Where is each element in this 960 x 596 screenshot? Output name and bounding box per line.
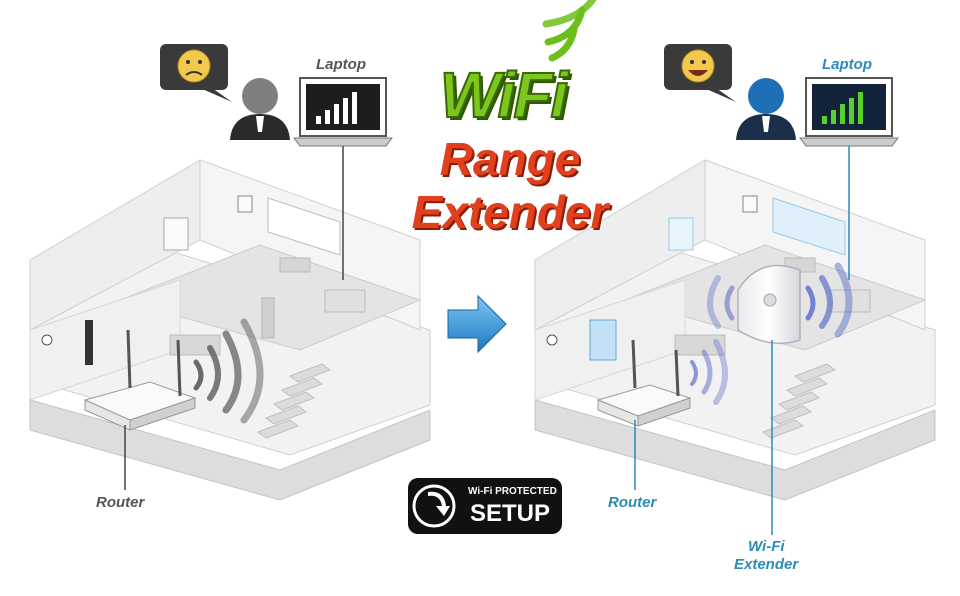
right-router-label: Router: [608, 494, 657, 511]
title-range: Range: [439, 133, 581, 185]
right-speech-bubble: [664, 44, 736, 102]
left-router: [83, 329, 197, 431]
extender-signal-waves: [707, 262, 853, 338]
left-laptop-label: Laptop: [316, 56, 366, 73]
left-laptop: [293, 77, 393, 147]
left-router-label: Router: [96, 494, 145, 511]
wps-line1: Wi-Fi PROTECTED: [468, 486, 557, 497]
title-extender: Extender: [411, 186, 609, 238]
wifi-arc-icon: [542, 0, 597, 62]
left-person: [230, 78, 290, 140]
left-speech-bubble: [160, 44, 232, 102]
extender-label-line1: Wi-Fi: [748, 538, 785, 555]
right-router: [596, 339, 692, 427]
sad-face-icon: [177, 49, 211, 83]
right-laptop-label: Laptop: [822, 56, 872, 73]
left-house: [29, 159, 431, 501]
arrow-icon: [447, 294, 507, 354]
right-router-waves: [690, 339, 728, 405]
right-person: [736, 78, 796, 140]
title-wifi: WiFi: [439, 58, 570, 132]
wps-line2: SETUP: [470, 500, 551, 527]
left-signal-waves: [193, 318, 264, 424]
right-laptop: [799, 77, 899, 147]
extender-label-line2: Extender: [734, 556, 799, 573]
wps-badge: [408, 478, 562, 534]
happy-face-icon: [681, 49, 715, 83]
wifi-extender-device: [737, 264, 801, 345]
